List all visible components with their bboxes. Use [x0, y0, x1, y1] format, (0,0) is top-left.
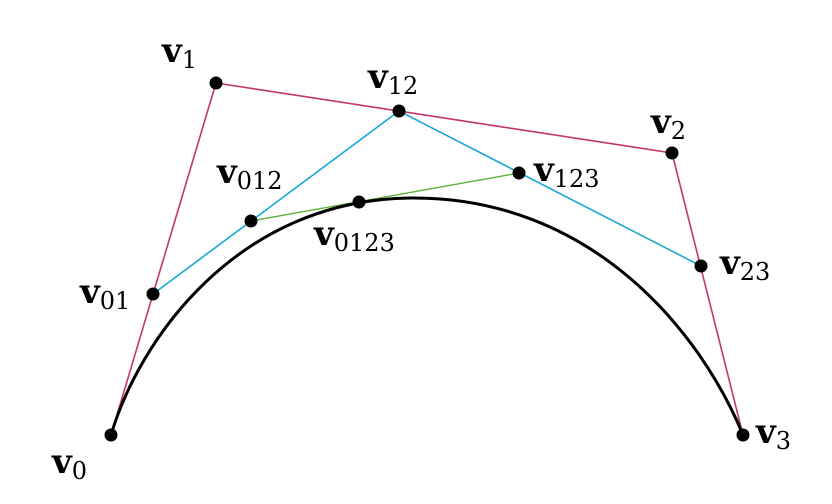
- point-v3: [736, 428, 750, 442]
- label-v1: v1: [161, 31, 197, 74]
- label-v0: v0: [51, 442, 87, 485]
- point-v012: [244, 214, 258, 228]
- point-v1: [209, 76, 223, 90]
- point-v23: [694, 259, 708, 273]
- label-v123: v123: [533, 150, 600, 193]
- point-v0123: [352, 195, 366, 209]
- point-markers: [104, 76, 750, 442]
- label-v2: v2: [650, 102, 686, 145]
- first-level-polygon: [152, 110, 702, 295]
- point-v12: [392, 104, 406, 118]
- second-level-segment: [250, 172, 520, 222]
- label-v012: v012: [216, 152, 283, 195]
- label-v23: v23: [719, 243, 770, 286]
- point-v0: [104, 428, 118, 442]
- control-polygon: [110, 82, 744, 436]
- label-v0123: v0123: [313, 214, 395, 257]
- bezier-curve: [109, 196, 745, 436]
- point-v123: [512, 166, 526, 180]
- label-v3: v3: [755, 412, 791, 455]
- point-labels: v0 v1 v2 v3 v01 v12 v23 v012 v123 v0123: [51, 31, 791, 485]
- point-v01: [146, 287, 160, 301]
- point-v2: [665, 146, 679, 160]
- label-v12: v12: [367, 57, 418, 100]
- label-v01: v01: [79, 272, 130, 315]
